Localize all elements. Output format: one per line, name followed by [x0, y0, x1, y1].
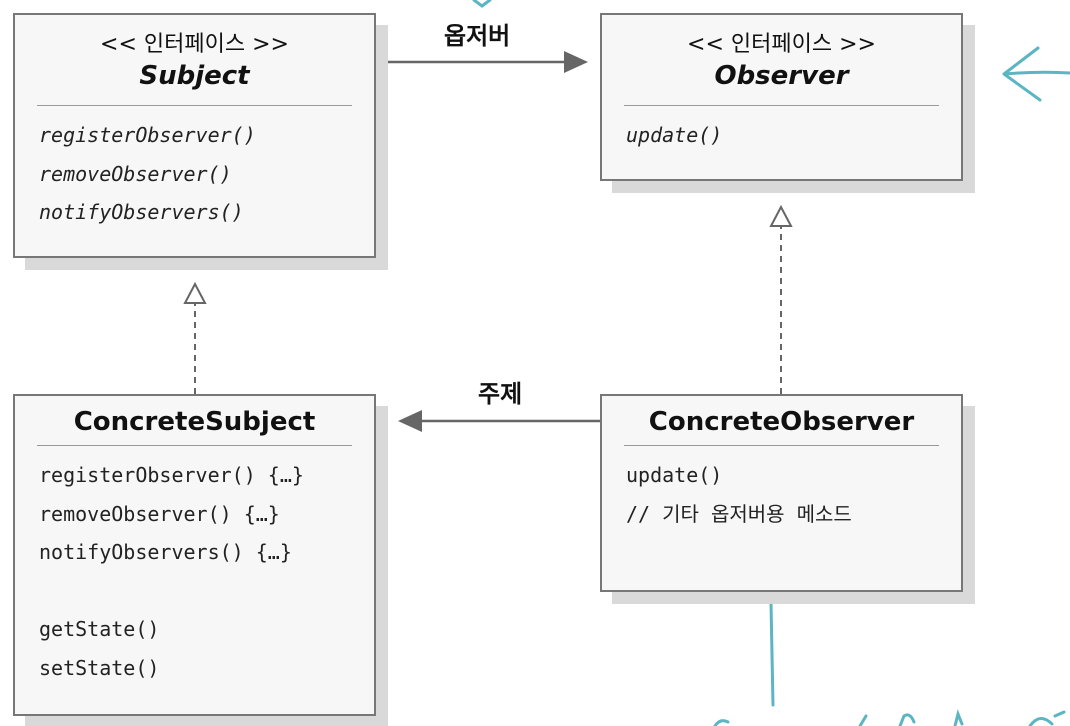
concrete-subject-box: ConcreteSubject registerObserver() {…} r…: [13, 394, 376, 716]
observer-interface-box: << 인터페이스 >> Observer update(): [600, 13, 963, 181]
subject-class-name: Subject: [139, 61, 250, 91]
concrete-observer-method: update(): [626, 463, 723, 487]
concrete-observer-box: ConcreteObserver update() // 기타 옵저버용 메소드: [600, 394, 963, 592]
concrete-observer-divider: [624, 445, 939, 446]
subject-realization-triangle: [183, 281, 207, 304]
subject-method: notifyObservers(): [39, 200, 244, 224]
concrete-subject-method: notifyObservers() {…}: [39, 540, 292, 564]
right-annotation-arrow-head: [1002, 46, 1042, 102]
observer-method: update(): [626, 123, 723, 147]
concrete-subject-method: registerObserver() {…}: [39, 463, 304, 487]
concrete-subject-divider: [37, 445, 352, 446]
subject-association-label: 주제: [478, 380, 523, 408]
concrete-subject-method: getState(): [39, 617, 160, 641]
concrete-subject-method: setState(): [39, 655, 160, 680]
right-annotation-arrow-shaft: [1003, 70, 1070, 76]
subject-association-arrowhead: [398, 410, 422, 432]
concrete-subject-method-list: registerObserver() {…} removeObserver() …: [15, 446, 374, 687]
subject-method-list: registerObserver() removeObserver() noti…: [15, 106, 374, 232]
concrete-observer-class-name: ConcreteObserver: [648, 407, 915, 437]
subject-method: registerObserver(): [39, 123, 256, 147]
subject-method: removeObserver(): [39, 161, 232, 186]
observer-method-list: update(): [602, 106, 961, 155]
bottom-annotation-scribble: [713, 709, 1066, 726]
concrete-subject-method-spacer: [39, 572, 374, 611]
observer-association-arrowhead: [564, 51, 588, 73]
observer-association-label: 옵저버: [444, 22, 511, 50]
subject-interface-box: << 인터페이스 >> Subject registerObserver() r…: [13, 13, 376, 258]
concrete-observer-method-list: update() // 기타 옵저버용 메소드: [602, 446, 961, 533]
subject-divider: [37, 105, 352, 106]
concrete-subject-class-name: ConcreteSubject: [73, 407, 316, 437]
concrete-subject-method: removeObserver() {…}: [39, 501, 280, 526]
concrete-observer-comment: // 기타 옵저버용 메소드: [626, 501, 852, 526]
top-annotation-arrow: [472, 0, 492, 8]
observer-class-name: Observer: [714, 61, 849, 91]
observer-divider: [624, 105, 939, 106]
subject-stereotype: << 인터페이스 >>: [100, 32, 289, 57]
observer-realization-triangle: [769, 204, 793, 227]
observer-stereotype: << 인터페이스 >>: [687, 32, 876, 57]
